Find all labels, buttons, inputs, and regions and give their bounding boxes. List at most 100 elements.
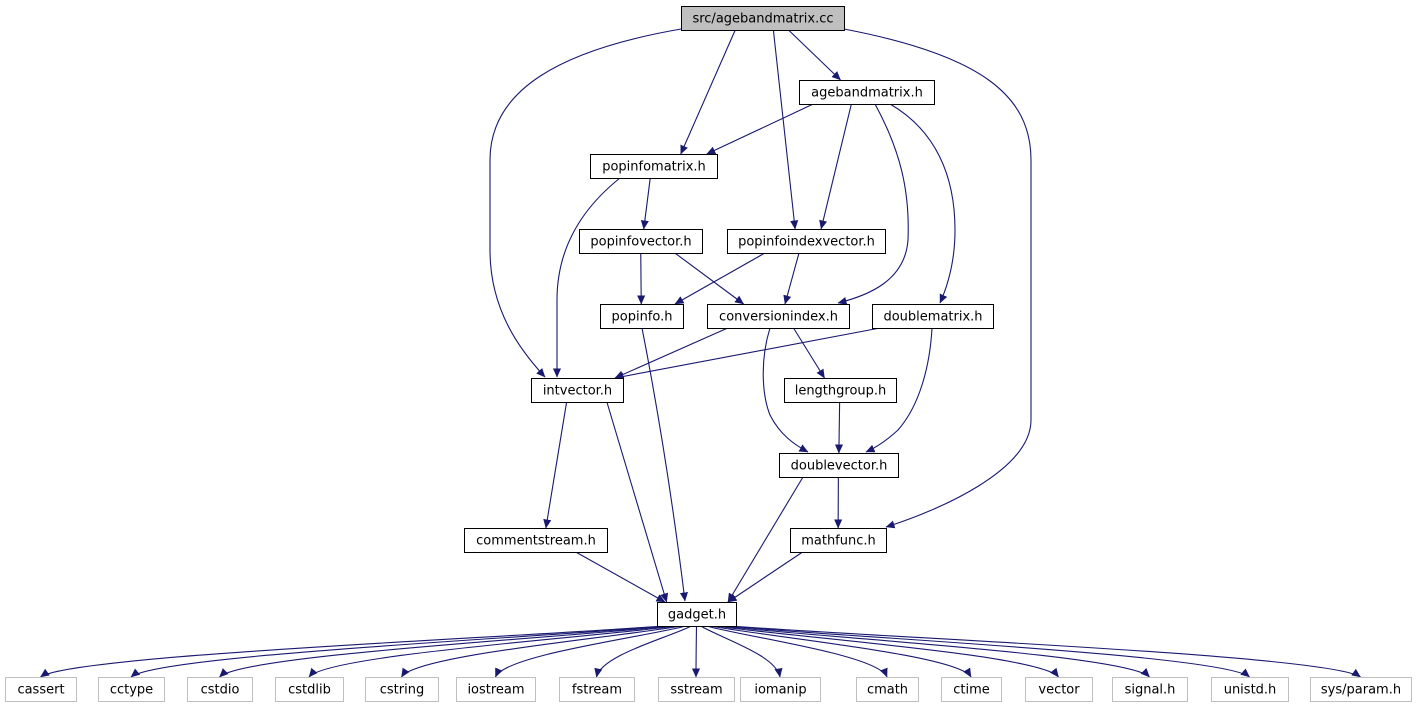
edge-agebandmatrix-h-to-conversionindex-h (837, 103, 909, 305)
node-label: iostream (467, 683, 524, 698)
edge-gadget-h-to-iostream (494, 625, 687, 678)
node-box (784, 378, 897, 403)
node-agebandmatrix-cc[interactable]: src/agebandmatrix.cc (681, 6, 845, 31)
node-popinfomatrix-h[interactable]: popinfomatrix.h (590, 154, 718, 179)
edge-gadget-h-to-signal-h (719, 625, 1150, 678)
node-label: mathfunc.h (801, 534, 876, 549)
node-sys-param-h: sys/param.h (1310, 677, 1412, 702)
edge-agebandmatrix-cc-to-intvector-h (489, 28, 682, 378)
node-box (872, 304, 994, 329)
node-box (1211, 677, 1289, 702)
node-box (590, 154, 718, 179)
edge-popinfomatrix-h-to-popinfovector-h (640, 177, 651, 230)
node-box (365, 677, 439, 702)
node-popinfo-h[interactable]: popinfo.h (600, 304, 684, 329)
node-box (658, 677, 735, 702)
node-label: cassert (17, 683, 64, 698)
node-fstream: fstream (559, 677, 635, 702)
edge-gadget-h-to-ctime (710, 625, 972, 678)
node-label: unistd.h (1224, 683, 1277, 698)
node-box (657, 602, 737, 627)
edge-doublevector-h-to-gadget-h (727, 476, 804, 603)
node-sstream: sstream (658, 677, 735, 702)
node-box (799, 80, 935, 105)
edge-popinfoindexvector-h-to-popinfo-h (674, 252, 766, 305)
node-doublevector-h[interactable]: doublevector.h (779, 453, 899, 478)
node-label: doublevector.h (791, 459, 888, 474)
node-iostream: iostream (456, 677, 536, 702)
node-cctype: cctype (98, 677, 165, 702)
node-box (579, 229, 703, 254)
node-popinfoindexvector-h[interactable]: popinfoindexvector.h (727, 229, 886, 254)
edge-agebandmatrix-cc-to-mathfunc-h (843, 28, 1032, 529)
edge-popinfovector-h-to-popinfo-h (637, 252, 646, 305)
edge-agebandmatrix-h-to-popinfomatrix-h (706, 103, 814, 155)
node-box (681, 6, 845, 31)
node-box (5, 677, 77, 702)
node-cstring: cstring (365, 677, 439, 702)
node-label: conversionindex.h (719, 310, 838, 325)
node-box (779, 453, 899, 478)
edge-intvector-h-to-gadget-h (606, 401, 669, 603)
node-label: popinfoindexvector.h (738, 235, 875, 250)
node-box (727, 229, 886, 254)
node-vector: vector (1025, 677, 1093, 702)
node-label: cctype (110, 683, 153, 698)
node-unistd-h: unistd.h (1211, 677, 1289, 702)
node-popinfovector-h[interactable]: popinfovector.h (579, 229, 703, 254)
node-box (187, 677, 253, 702)
edge-conversionindex-h-to-lengthgroup-h (793, 327, 825, 379)
node-box (1025, 677, 1093, 702)
edge-gadget-h-to-cstring (401, 625, 682, 678)
node-signal-h: signal.h (1112, 677, 1188, 702)
node-box (707, 304, 850, 329)
node-label: doublematrix.h (883, 310, 982, 325)
node-gadget-h[interactable]: gadget.h (657, 602, 737, 627)
node-box (559, 677, 635, 702)
node-label: signal.h (1125, 683, 1176, 698)
edge-lengthgroup-h-to-doublevector-h (834, 401, 844, 454)
edge-gadget-h-to-unistd-h (724, 625, 1250, 678)
node-label: agebandmatrix.h (811, 86, 923, 101)
edge-agebandmatrix-cc-to-popinfomatrix-h (680, 29, 736, 155)
node-mathfunc-h[interactable]: mathfunc.h (790, 528, 887, 553)
edge-gadget-h-to-cctype (130, 625, 668, 678)
edge-mathfunc-h-to-gadget-h (727, 551, 803, 603)
node-conversionindex-h[interactable]: conversionindex.h (707, 304, 850, 329)
node-label: iomanip (754, 683, 806, 698)
node-agebandmatrix-h[interactable]: agebandmatrix.h (799, 80, 935, 105)
node-box (98, 677, 165, 702)
node-box (941, 677, 1002, 702)
edge-gadget-h-to-fstream (594, 625, 692, 678)
node-box (790, 528, 887, 553)
node-doublematrix-h[interactable]: doublematrix.h (872, 304, 994, 329)
node-intvector-h[interactable]: intvector.h (531, 378, 624, 403)
edge-commentstream-h-to-gadget-h (575, 551, 666, 603)
node-lengthgroup-h[interactable]: lengthgroup.h (784, 378, 897, 403)
edges-layer (40, 28, 1361, 678)
edge-agebandmatrix-cc-to-agebandmatrix-h (788, 29, 841, 81)
node-box (456, 677, 536, 702)
node-label: cstdio (201, 683, 240, 698)
node-box (531, 378, 624, 403)
edge-popinfomatrix-h-to-intvector-h (552, 177, 621, 378)
node-label: popinfomatrix.h (602, 160, 706, 175)
node-ctime: ctime (941, 677, 1002, 702)
node-cmath: cmath (856, 677, 919, 702)
node-box (600, 304, 684, 329)
node-label: sstream (670, 683, 722, 698)
edge-agebandmatrix-h-to-popinfoindexvector-h (819, 103, 852, 230)
edge-doublematrix-h-to-doublevector-h (865, 327, 933, 453)
edge-conversionindex-h-to-doublevector-h (762, 327, 809, 453)
node-label: cstdlib (288, 683, 331, 698)
node-label: popinfovector.h (590, 235, 691, 250)
node-label: cstring (380, 683, 424, 698)
edge-gadget-h-to-cstdlib (308, 625, 677, 678)
edge-gadget-h-to-cmath (706, 625, 888, 678)
nodes-layer: src/agebandmatrix.cc agebandmatrix.h popin… (5, 6, 1412, 702)
node-commentstream-h[interactable]: commentstream.h (464, 528, 608, 553)
node-box (464, 528, 608, 553)
node-box (856, 677, 919, 702)
edge-popinfoindexvector-h-to-conversionindex-h (783, 252, 800, 305)
edge-popinfovector-h-to-conversionindex-h (674, 252, 744, 305)
